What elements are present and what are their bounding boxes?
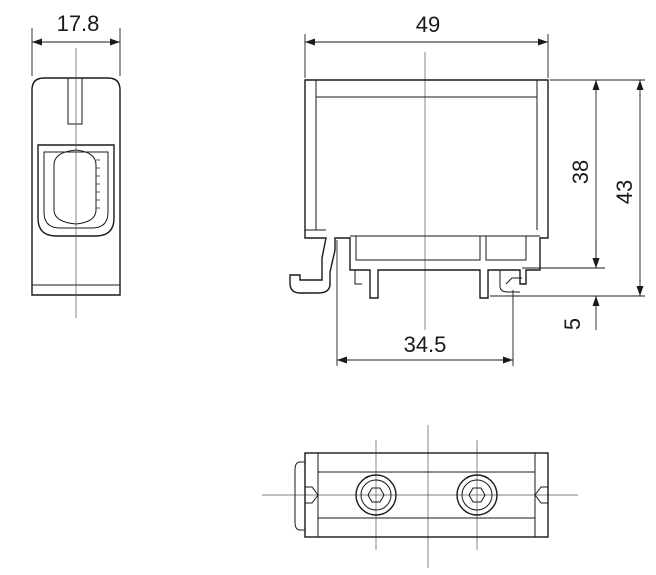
front-view: 49 38 43 5 34.5 <box>289 12 645 366</box>
dim-side-width: 17.8 <box>57 11 100 36</box>
top-view <box>262 425 578 568</box>
dim-rail-offset: 5 <box>560 318 585 330</box>
dim-rail-width: 34.5 <box>404 332 447 357</box>
dim-height-total: 43 <box>612 180 637 204</box>
side-view: 17.8 <box>31 11 121 318</box>
dim-front-width: 49 <box>416 12 440 37</box>
dim-height-inner: 38 <box>568 160 593 184</box>
